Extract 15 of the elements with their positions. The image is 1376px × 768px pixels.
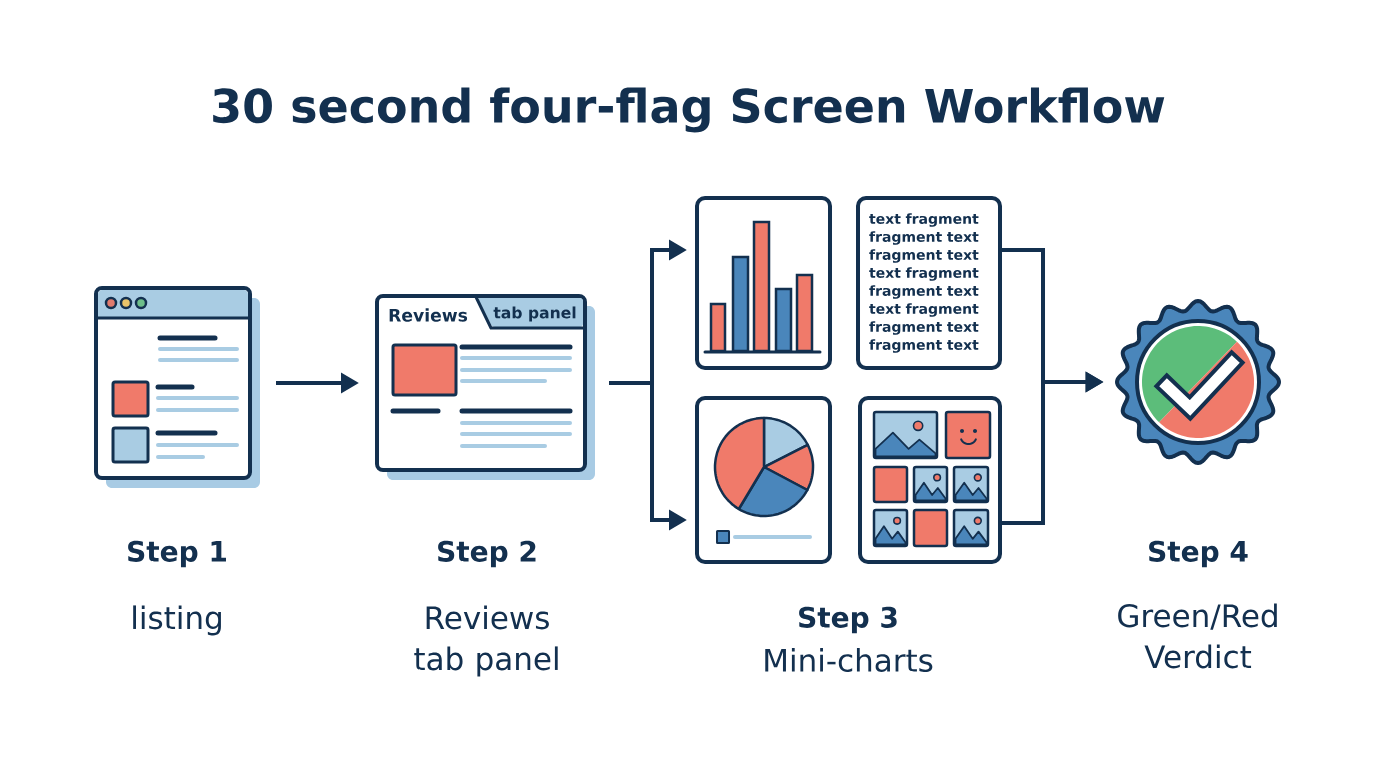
step-heading: Step 2 [438,540,536,568]
bar-chart-card [695,196,832,370]
text-card: text fragment fragment text fragment text text fragment fragment text text fragment fragment text fragment text [856,196,1002,370]
step-caption: Mini-charts [765,648,933,672]
title: 30 second four-flag Screen Workflow [213,87,1165,133]
step-caption: listing [133,605,221,636]
step-caption: Green/Red Verdict [1118,603,1277,669]
step-heading: Step 3 [799,606,897,634]
step-heading: Step 1 [128,540,226,568]
step-heading: Step 4 [1149,540,1248,568]
verdict-badge [1115,299,1281,465]
step-caption: Reviews tab panel [414,605,558,677]
pie-chart-card [695,396,832,564]
browser-window [94,286,260,488]
image-grid-card [858,396,1002,564]
